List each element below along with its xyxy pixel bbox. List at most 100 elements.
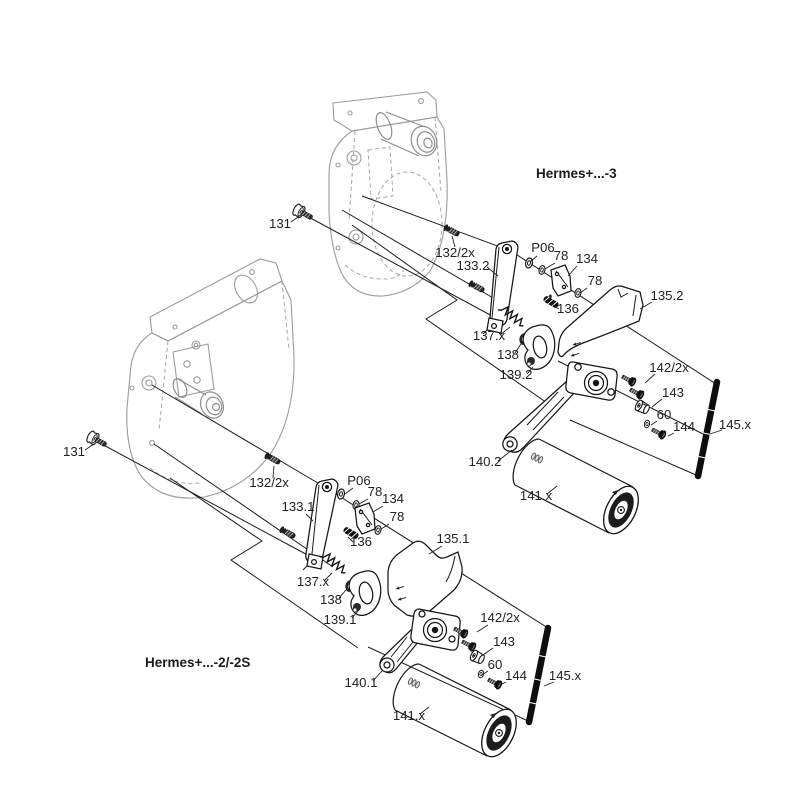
printer-frame-lower	[126, 258, 295, 499]
part-label-hermes-3-133.2: 133.2	[456, 258, 499, 277]
part-label-text: 138	[497, 347, 519, 362]
part-label-hermes-2-2s-140.1: 140.1	[344, 670, 383, 690]
leader-line	[497, 449, 513, 462]
part-label-text: 133.1	[281, 499, 314, 514]
part-label-text: 136	[557, 301, 579, 316]
part-label-text: 137.x	[297, 574, 330, 589]
part-label-text: 141.x	[520, 488, 553, 503]
washer-p06-upper	[524, 256, 534, 270]
part-label-text: 140.1	[344, 675, 377, 690]
part-label-hermes-3-143: 143	[651, 385, 684, 408]
leader-line	[529, 255, 538, 263]
part-label-hermes-3-139.2: 139.2	[499, 366, 534, 382]
part-label-text: 131	[269, 216, 291, 231]
screw-132a-lower	[263, 451, 283, 467]
arm-140-1	[379, 608, 461, 674]
leader-line	[651, 398, 663, 408]
part-label-text: 141.x	[393, 708, 426, 723]
part-label-text: 140.2	[468, 454, 501, 469]
part-label-text: 78	[554, 248, 569, 263]
part-label-hermes-2-2s-135.1: 135.1	[428, 531, 470, 555]
roller-141-upper	[512, 438, 639, 535]
leader-line	[499, 326, 511, 336]
bracket-134-upper	[548, 264, 572, 300]
part-label-hermes-2-2s-144: 144	[499, 668, 527, 686]
part-label-text: 142/2x	[649, 360, 689, 375]
screw-131-upper	[290, 202, 316, 225]
part-label-text: 139.1	[323, 612, 356, 627]
part-label-hermes-3-132-2x: 132/2x	[435, 235, 475, 260]
leader-line	[290, 214, 302, 223]
lever-133-2	[482, 240, 519, 335]
part-label-hermes-2-2s-143: 143	[482, 634, 515, 656]
screw-144-upper	[649, 424, 668, 441]
shaft-145-lower	[525, 624, 552, 726]
part-label-text: 134	[382, 491, 404, 506]
leader-line	[372, 670, 383, 682]
leader-line	[644, 373, 656, 384]
part-label-hermes-3-144: 144	[667, 419, 695, 437]
part-label-hermes-3-131: 131	[269, 214, 302, 231]
part-label-hermes-3-78: 78	[579, 273, 603, 294]
leader-line	[514, 343, 522, 354]
platen-cylinder-lower	[172, 377, 225, 419]
washer-78a-upper	[537, 264, 547, 276]
part-label-text: 78	[368, 484, 383, 499]
part-label-text: 132/2x	[435, 245, 475, 260]
part-label-hermes-2-2s-133.1: 133.1	[281, 499, 315, 522]
part-label-hermes-2-2s-145.x: 145.x	[543, 668, 582, 687]
leader-line	[639, 301, 653, 310]
part-label-text: 144	[673, 419, 695, 434]
part-label-hermes-3-141.x: 141.x	[520, 485, 558, 503]
leader-line	[344, 487, 354, 495]
diagram-title-hermes-3: Hermes+...-3	[536, 166, 617, 181]
part-label-text: 135.2	[650, 288, 683, 303]
leader-line	[323, 572, 333, 582]
part-label-text: 145.x	[549, 668, 582, 683]
leader-line	[481, 670, 489, 676]
leader-line	[552, 304, 560, 310]
leader-line	[305, 513, 314, 522]
leader-line	[358, 498, 369, 505]
leader-line	[451, 235, 456, 248]
platen-cylinder-upper	[375, 111, 438, 157]
part-label-text: 60	[657, 407, 672, 422]
part-label-text: 138	[320, 592, 342, 607]
part-label-text: P06	[531, 240, 554, 255]
part-label-text: 78	[390, 509, 405, 524]
part-label-hermes-2-2s-138: 138	[320, 589, 347, 607]
leader-line	[667, 432, 675, 437]
part-label-text: 60	[488, 657, 503, 672]
diagram-hermes-2-2s	[84, 258, 552, 758]
leader-line	[372, 505, 384, 513]
washer-60-upper	[643, 419, 651, 429]
screw-132b-upper	[467, 279, 487, 295]
part-label-text: 144	[505, 668, 527, 683]
part-label-hermes-3-78: 78	[544, 248, 569, 270]
part-label-text: 136	[350, 534, 372, 549]
part-label-text: P06	[347, 473, 370, 488]
part-label-hermes-3-135.2: 135.2	[639, 288, 684, 310]
leader-line	[709, 429, 723, 435]
part-label-text: 78	[588, 273, 603, 288]
part-label-hermes-2-2s-132-2x: 132/2x	[249, 465, 289, 490]
spacer-143-upper	[633, 398, 652, 416]
screw-142a-upper	[619, 371, 638, 388]
leader-line	[567, 265, 578, 277]
leader-line	[579, 287, 588, 294]
part-label-text: 143	[662, 385, 684, 400]
screw-132b-lower	[278, 525, 298, 541]
part-label-text: 132/2x	[249, 475, 289, 490]
leader-line	[499, 681, 507, 686]
leader-line	[476, 624, 489, 633]
sheet-break-lower	[169, 477, 359, 649]
leader-line	[482, 647, 494, 656]
cover-plate-135-2	[557, 285, 644, 358]
leader-line	[380, 523, 390, 530]
part-label-hermes-2-2s-142-2x: 142/2x	[476, 610, 520, 633]
sheet-break-upper	[351, 224, 554, 408]
part-label-hermes-2-2s-P06: P06	[344, 473, 371, 495]
diagram-hermes-3	[290, 91, 721, 535]
part-label-text: 142/2x	[480, 610, 520, 625]
